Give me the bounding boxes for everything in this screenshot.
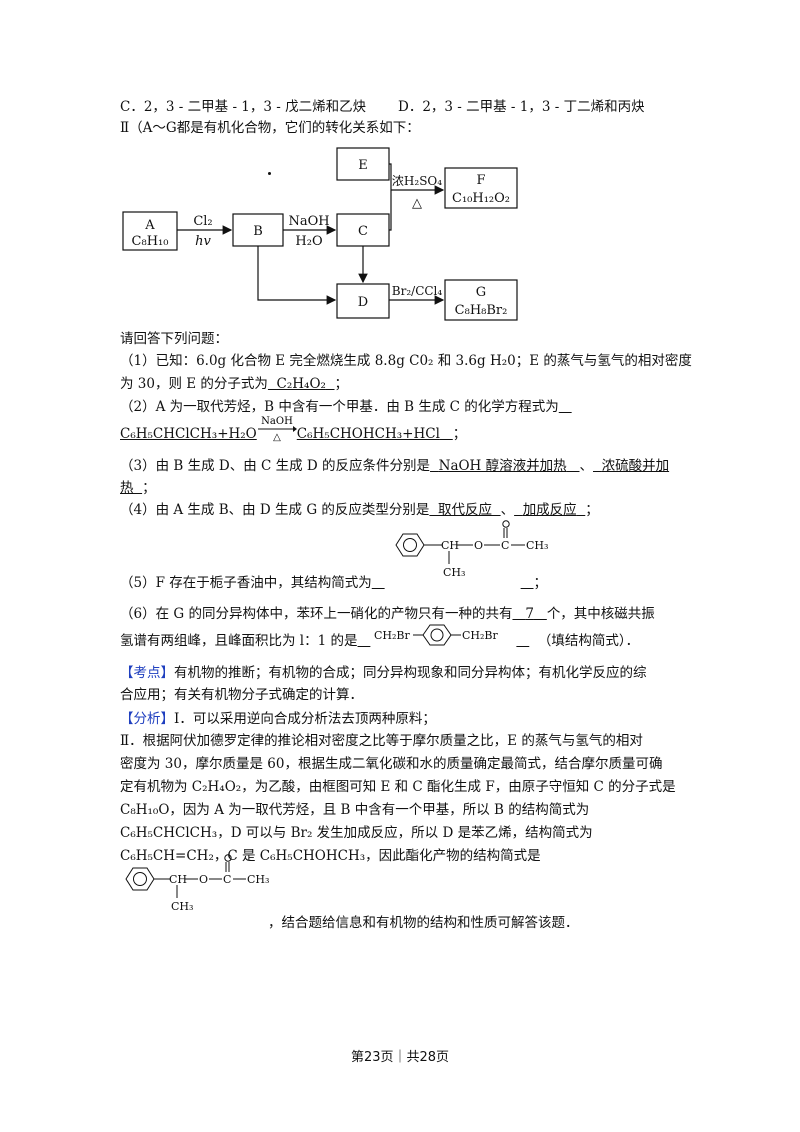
cond-bc-bottom: H₂O: [295, 234, 322, 249]
q2-cond-top: NaOH: [261, 416, 293, 427]
analysis-p4: C₈H₁₀O，因为 A 为一取代芳烃，且 B 中含有一个甲基，所以 B 的结构简…: [120, 802, 590, 818]
q6-text2: 氢谱有两组峰，且峰面积比为 l：1 的是: [120, 633, 358, 649]
analysis-p5: C₆H₅CHClCH₃，D 可以与 Br₂ 发生加成反应，所以 D 是苯乙烯，结…: [120, 825, 593, 841]
q5-line: （5）F 存在于栀子香油中，其结构简式为 ；: [120, 575, 547, 591]
q4-text: （4）由 A 生成 B、由 D 生成 G 的反应类型分别是: [120, 502, 430, 518]
kaodian-tag: 【考点】: [120, 665, 174, 681]
ester2-ch3: CH₃: [247, 873, 269, 886]
q3-answer1: NaOH 醇溶液并加热: [438, 458, 567, 474]
q3-line2: 热 ；: [120, 480, 156, 496]
kaodian-line1: 【考点】有机物的推断；有机物的合成；同分异构现象和同分异构体；有机化学反应的综: [120, 664, 647, 682]
ch2br-right: CH₂Br: [462, 629, 499, 642]
q3-answer2: 浓硫酸并加: [601, 458, 670, 474]
fenxi-line: 【分析】Ⅰ．可以采用逆向合成分析法去顶两种原料；: [120, 710, 436, 728]
option-d: D．2，3 - 二甲基 - 1，3 - 丁二烯和丙炔: [398, 99, 645, 115]
ester-ch: CH: [441, 539, 459, 552]
label-f-formula: C₁₀H₁₂O₂: [452, 191, 510, 206]
q5-text: （5）F 存在于栀子香油中，其结构简式为: [120, 575, 372, 591]
q4-answer2: 加成反应: [522, 502, 577, 518]
ester-c: C: [501, 539, 509, 552]
box-g: [444, 279, 518, 321]
analysis-p7: ，结合题给信息和有机物的结构和性质可解答该题．: [268, 915, 579, 931]
ester-structure-q5: CH O C CH₃ CH₃: [395, 520, 548, 579]
q3-text: （3）由 B 生成 D、由 C 生成 D 的反应条件分别是: [120, 458, 431, 474]
option-c: C．2，3 - 二甲基 - 1，3 - 戊二烯和乙炔: [120, 99, 367, 115]
kaodian-text: 有机物的推断；有机物的合成；同分异构现象和同分异构体；有机化学反应的综: [174, 665, 647, 681]
section-ii-intro: Ⅱ（A～G都是有机化合物，它们的转化关系如下：: [120, 120, 420, 136]
q2-text: （2）A 为一取代芳烃，B 中含有一个甲基．由 B 生成 C 的化学方程式为: [120, 399, 559, 415]
q6-text: （6）在 G 的同分异构体中，苯环上一硝化的产物只有一种的共有: [120, 606, 513, 622]
q1-line2: 为 30，则 E 的分子式为 C₂H₄O₂ ；: [120, 375, 348, 393]
label-g: G: [476, 285, 486, 300]
q1-answer: C₂H₄O₂: [276, 376, 326, 392]
ester-o: O: [474, 539, 483, 552]
analysis-p3: 定有机物为 C₂H₄O₂，为乙酸，由框图可知 E 和 C 酯化生成 F，由原子守…: [120, 779, 676, 795]
label-g-formula: C₈H₈Br₂: [455, 303, 508, 318]
q5-blank: [372, 575, 385, 591]
ester-ch3: CH₃: [526, 539, 548, 552]
q2-cond-bottom: △: [273, 432, 281, 443]
fenxi-text: Ⅰ．可以采用逆向合成分析法去顶两种原料；: [174, 711, 436, 727]
box-a: [122, 211, 178, 251]
cond-cf-bottom: △: [412, 196, 422, 211]
q3-line1: （3）由 B 生成 D、由 C 生成 D 的反应条件分别是 NaOH 醇溶液并加…: [120, 458, 670, 474]
q6-line2: 氢谱有两组峰，且峰面积比为 l：1 的是 （填结构简式）．: [120, 633, 640, 649]
label-c: C: [358, 224, 368, 239]
analysis-p2: 密度为 30，摩尔质量是 60，根据生成二氧化碳和水的质量确定最简式，结合摩尔质…: [120, 756, 663, 772]
label-f: F: [476, 173, 485, 188]
ch2br-left: CH₂Br: [374, 629, 411, 642]
cond-dg-top: Br₂/CCl₄: [392, 284, 443, 298]
questions-intro: 请回答下列问题：: [120, 331, 228, 347]
q2-line1: （2）A 为一取代芳烃，B 中含有一个甲基．由 B 生成 C 的化学方程式为: [120, 398, 572, 416]
ester2-ch3-branch: CH₃: [171, 900, 193, 913]
label-a: A: [144, 218, 155, 233]
box-d: [336, 283, 390, 319]
q4-answer1: 取代反应: [438, 502, 492, 518]
cond-ab-top: Cl₂: [193, 214, 212, 229]
label-e: E: [358, 158, 368, 173]
cond-bc-top: NaOH: [288, 214, 329, 229]
reaction-scheme-diagram: A C₈H₁₀ B C E F C₁₀H₁₂O₂ D G C₈H₈Br₂ Cl₂…: [122, 147, 518, 321]
cond-ab-bottom: hv: [195, 234, 211, 249]
q2-blank: [559, 399, 572, 415]
q1-line1: （1）已知：6.0g 化合物 E 完全燃烧生成 8.8g C0₂ 和 3.6g …: [120, 353, 692, 369]
q1-punct: ；: [334, 376, 349, 392]
q6-answer: 7: [525, 606, 534, 622]
ester-structure-analysis: CH O C CH₃ CH₃: [125, 854, 269, 913]
kaodian-line2: 合应用；有关有机物分子式确定的计算．: [120, 687, 363, 703]
box-f: [444, 167, 518, 209]
q4-line: （4）由 A 生成 B、由 D 生成 G 的反应类型分别是 取代反应 、 加成反…: [120, 502, 599, 518]
label-a-formula: C₈H₁₀: [132, 234, 169, 249]
dibromide-structure-q6: CH₂Br CH₂Br: [374, 624, 499, 646]
stray-dot: [268, 172, 271, 175]
q3-answer2-cont: 热: [120, 480, 134, 496]
label-b: B: [253, 224, 263, 239]
fenxi-tag: 【分析】: [120, 711, 174, 727]
ester2-c: C: [223, 873, 231, 886]
q1-text: 为 30，则 E 的分子式为: [120, 376, 268, 392]
analysis-p1: Ⅱ．根据阿伏加德罗定律的推论相对密度之比等于摩尔质量之比，E 的蒸气与氢气的相对: [120, 733, 643, 749]
cond-cf-top: 浓H₂SO₄: [392, 174, 442, 188]
page-footer: 第23页｜共28页: [350, 1050, 450, 1065]
ester-ch3-branch: CH₃: [443, 566, 465, 579]
q6-line1: （6）在 G 的同分异构体中，苯环上一硝化的产物只有一种的共有 7 个，其中核磁…: [120, 606, 655, 622]
ester2-o: O: [199, 873, 208, 886]
ester2-ch: CH: [169, 873, 187, 886]
label-d: D: [358, 295, 368, 310]
q2-punct: ；: [452, 426, 467, 442]
